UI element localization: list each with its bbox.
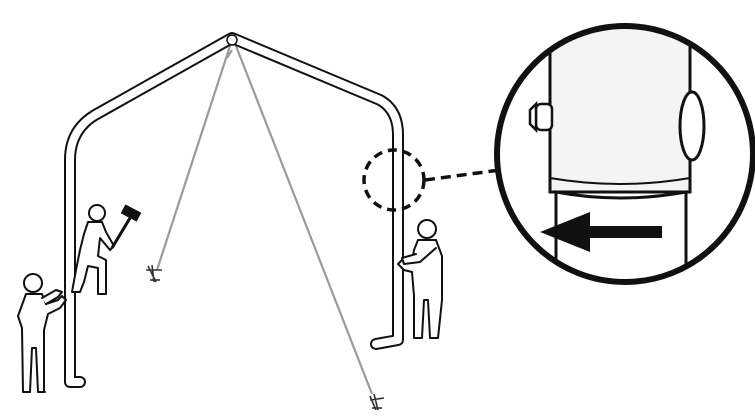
joint-detail-magnifier xyxy=(494,23,755,285)
worker-holding-frame-right xyxy=(397,219,443,339)
hammer-icon xyxy=(110,204,142,249)
stake-right-icon xyxy=(369,393,385,411)
worker-hammering-stake xyxy=(71,204,142,295)
guy-ropes xyxy=(155,45,374,395)
detail-leader-line xyxy=(424,168,501,182)
tent-frame-icon xyxy=(64,32,404,388)
worker-holding-frame-left xyxy=(17,273,67,393)
guy-rope-right xyxy=(234,45,374,395)
push-arrow-icon xyxy=(540,212,662,252)
stake-left-icon xyxy=(146,264,162,283)
push-button-icon xyxy=(678,90,706,162)
joint-highlight-circle xyxy=(362,148,426,212)
guy-rope-left xyxy=(155,45,232,271)
bolt-icon xyxy=(528,100,554,134)
